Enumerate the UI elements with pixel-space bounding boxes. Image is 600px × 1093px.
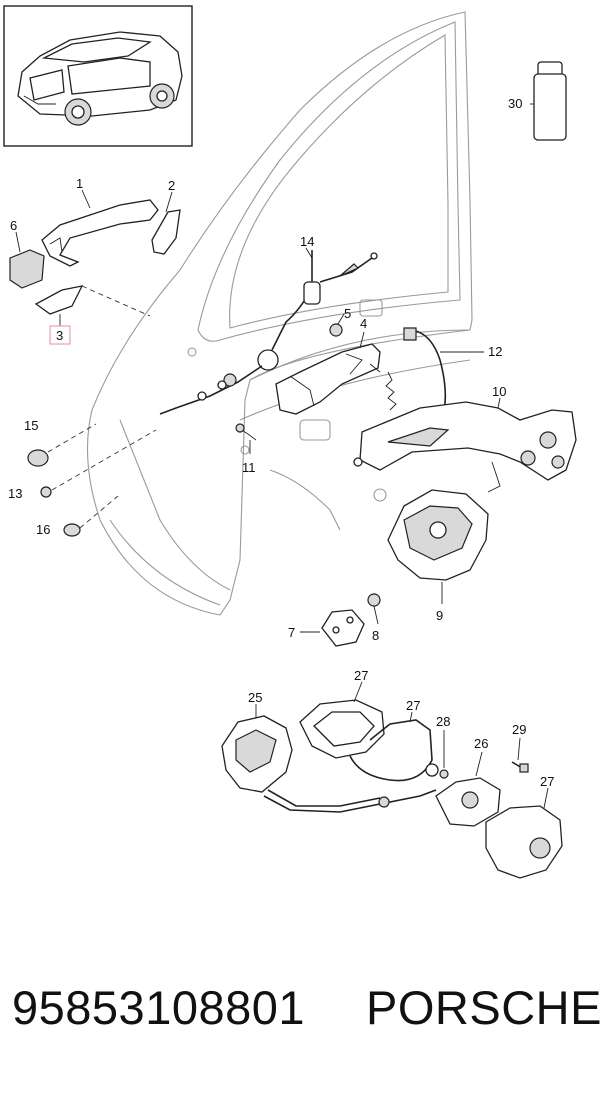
callout-1: 1	[76, 176, 83, 191]
callout-27c: 27	[540, 774, 554, 789]
callout-labels: 1 2 3 4 5 6 7 8 9 10 11 12 13 14 15 16 2…	[8, 96, 554, 789]
door-frame	[86, 11, 473, 616]
part-16-plug	[63, 495, 119, 537]
part-5-bolt	[329, 313, 345, 337]
part-7-striker-plate	[300, 609, 365, 647]
callout-3-highlight	[49, 325, 71, 345]
callout-27a: 27	[354, 668, 368, 683]
part-13-clip	[40, 429, 157, 498]
callout-9: 9	[436, 608, 443, 623]
callout-3: 3	[56, 328, 63, 343]
part-27-housing	[485, 787, 563, 879]
part-27-gasket	[299, 681, 385, 759]
part-1-exterior-handle	[41, 189, 159, 267]
callout-26: 26	[474, 736, 488, 751]
part-28-screw	[439, 730, 449, 779]
vehicle-thumbnail	[3, 5, 193, 147]
callout-25: 25	[248, 690, 262, 705]
callout-6: 6	[10, 218, 17, 233]
part-2-handle-cover	[151, 191, 181, 255]
callout-28: 28	[436, 714, 450, 729]
callout-13: 13	[8, 486, 22, 501]
part-30-spray-can	[530, 61, 567, 141]
callout-8: 8	[372, 628, 379, 643]
callout-29: 29	[512, 722, 526, 737]
callout-11: 11	[242, 460, 256, 475]
callout-27b: 27	[406, 698, 420, 713]
part-10-regulator	[353, 397, 577, 493]
part-9-door-lock	[387, 489, 489, 604]
part-number: 95853108801	[12, 981, 306, 1034]
part-6-cap	[9, 231, 45, 289]
callout-30: 30	[508, 96, 522, 111]
part-26-motor	[435, 751, 501, 827]
callout-12: 12	[488, 344, 502, 359]
callout-16: 16	[36, 522, 50, 537]
part-27-seal-loop	[349, 711, 439, 782]
part-15-grommet	[27, 423, 97, 467]
part-29-pin	[511, 737, 529, 773]
part-25-lock-unit	[221, 704, 293, 793]
callout-7: 7	[288, 625, 295, 640]
part-8-bolt	[367, 593, 381, 625]
lower-cable	[263, 789, 437, 813]
callout-2: 2	[168, 178, 175, 193]
part-11-screw	[235, 423, 257, 454]
footer: 95853108801 PORSCHE	[0, 980, 600, 1050]
callout-14: 14	[300, 234, 314, 249]
part-14-cable	[159, 247, 378, 415]
callout-15: 15	[24, 418, 38, 433]
callout-4: 4	[360, 316, 367, 331]
brand-name: PORSCHE	[366, 981, 600, 1034]
callout-10: 10	[492, 384, 506, 399]
part-4-handle-carrier	[275, 331, 381, 415]
part-3-seal	[34, 285, 84, 345]
spring-cable-end	[369, 327, 447, 411]
callout-5: 5	[344, 306, 351, 321]
